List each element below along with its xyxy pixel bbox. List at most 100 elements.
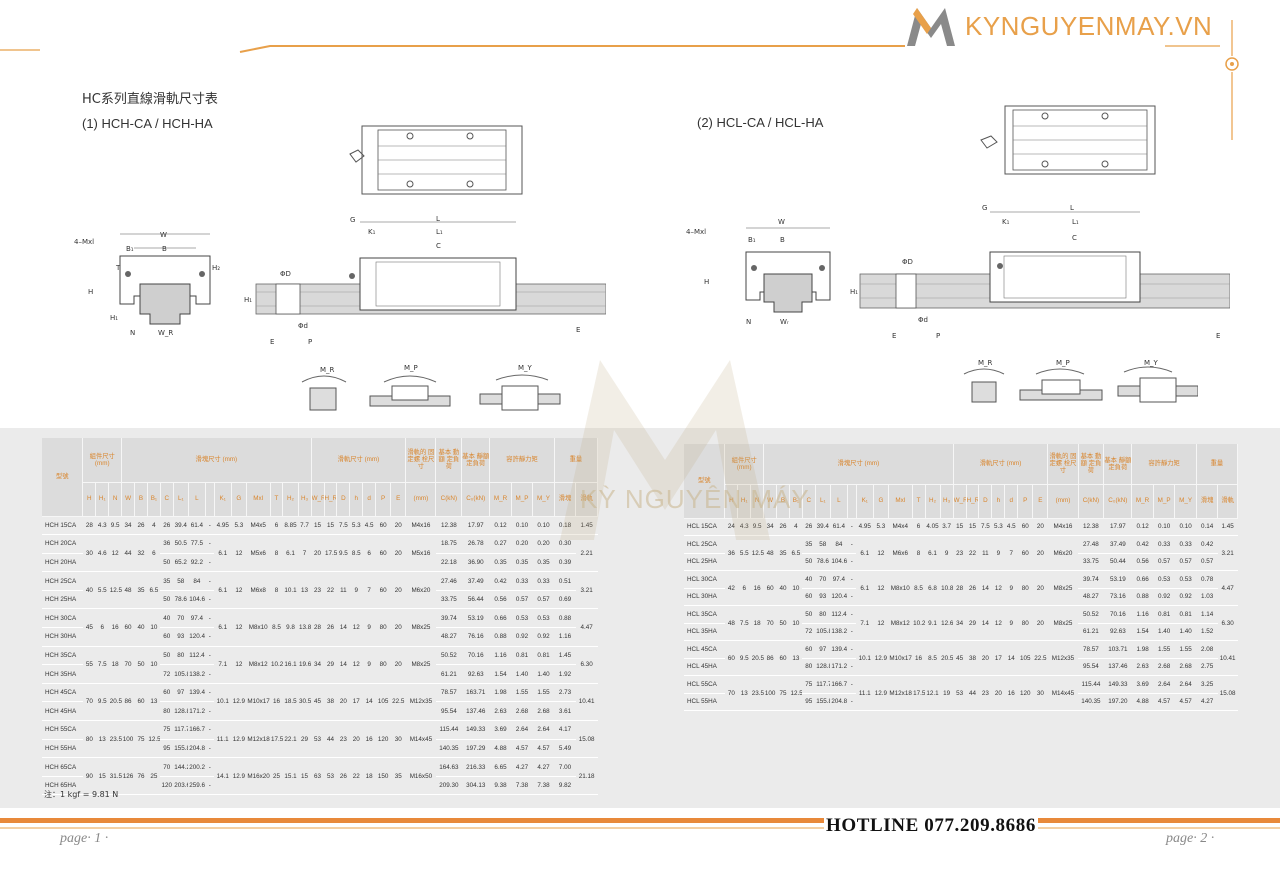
value-cell: 0.92 [1153, 588, 1175, 606]
value-cell: 0.10 [1174, 518, 1197, 536]
hch-moment-icons: M_R M_P M_Y [301, 364, 561, 411]
value-cell: 2.68 [511, 701, 533, 722]
value-cell: 37.49 [1103, 535, 1132, 554]
value-cell: 100 [763, 675, 777, 711]
value-cell: 38 [966, 640, 979, 676]
value-cell: 6 [95, 608, 109, 647]
value-cell: 126 [121, 757, 135, 796]
value-cell: 14.1 [214, 757, 232, 796]
hcl-end-view-drawing: W B B₁ 4–Mxl H N Wᵣ [686, 218, 831, 326]
value-cell: 4.17 [554, 720, 576, 740]
th-block-col: T [270, 482, 284, 517]
value-cell: 39.74 [1078, 570, 1104, 589]
value-cell: - [847, 623, 857, 641]
value-cell: 17.97 [461, 516, 490, 536]
th-weight-col: 滑塊 [1196, 484, 1219, 519]
hotline-text[interactable]: HOTLINE 077.209.8686 [824, 815, 1038, 837]
value-cell: 104.6 [188, 590, 206, 610]
value-cell: 97 [173, 683, 189, 703]
th-block-col: C [160, 482, 174, 517]
th-rail-col: D [336, 482, 351, 517]
value-cell: 0.88 [1131, 588, 1154, 606]
value-cell: 2.68 [1174, 658, 1197, 676]
value-cell: 0.33 [532, 571, 555, 591]
value-cell: 12.38 [1078, 518, 1104, 536]
value-cell: 103.71 [1103, 640, 1132, 659]
value-cell: 27.48 [1078, 535, 1104, 554]
value-cell: 197.29 [461, 739, 490, 759]
value-cell: 4.47 [575, 608, 598, 647]
value-cell: 0.20 [511, 534, 533, 554]
model-cell: HCL 55CA [684, 675, 725, 694]
th-bolt-unit: (mm) [405, 482, 437, 517]
model-cell: HCL 35HA [684, 623, 725, 641]
value-cell: 53 [311, 720, 324, 759]
value-cell: 13.8 [298, 608, 312, 647]
value-cell: 2.68 [532, 701, 555, 722]
value-cell: 166.7 [830, 675, 848, 694]
value-cell: - [847, 605, 857, 624]
value-cell: 78.57 [1078, 640, 1104, 659]
value-cell: 0.81 [1174, 605, 1197, 624]
value-cell: 50 [160, 646, 174, 666]
th-dyn-unit: C(kN) [1078, 484, 1105, 519]
hcl-dim-n-label: N [746, 318, 751, 326]
value-cell: 22 [324, 571, 337, 610]
value-cell: 23.5 [750, 675, 764, 711]
value-cell: 8.85 [282, 516, 298, 536]
value-cell: 22 [349, 757, 363, 796]
value-cell: 1.45 [575, 516, 598, 536]
value-cell: 139.4 [188, 683, 206, 703]
hcl-spec-table: 型號 組件尺寸 (mm) 滑塊尺寸 (mm) 滑軌尺寸 (mm) 滑軌的 固定螺… [684, 444, 1239, 711]
th-block-col [205, 482, 215, 517]
value-cell: - [847, 588, 857, 606]
value-cell: 12 [873, 570, 889, 606]
value-cell: 0.42 [489, 571, 512, 591]
value-cell: 4.27 [1196, 693, 1218, 711]
value-cell: 23 [978, 675, 992, 711]
value-cell: 140.35 [435, 739, 462, 759]
dim-b-label: B [162, 245, 167, 253]
value-cell: 32 [134, 534, 148, 573]
value-cell: M10x17 [888, 640, 913, 676]
value-cell: 2.68 [1153, 658, 1175, 676]
value-cell: 0.27 [489, 534, 512, 554]
value-cell: 6 [737, 570, 751, 606]
model-cell: HCH 20CA [42, 534, 83, 554]
value-cell: 70.16 [1103, 605, 1132, 624]
value-cell: 72 [160, 664, 174, 684]
value-cell: 12 [349, 608, 363, 647]
th-block-col: H₂ [925, 484, 941, 519]
value-cell: 15 [966, 518, 979, 536]
th-weight-col: 滑軌 [575, 482, 598, 517]
value-cell: 97 [815, 640, 831, 659]
value-cell: 65.2 [173, 553, 189, 573]
value-cell: 2.73 [554, 683, 576, 703]
value-cell: 75 [776, 675, 790, 711]
model-cell: HCH 45CA [42, 683, 83, 703]
value-cell: 22.18 [435, 553, 462, 573]
value-cell: - [205, 701, 215, 722]
value-cell: 0.69 [554, 590, 576, 610]
dim-wr-label: W_R [158, 329, 173, 337]
value-cell: 29 [324, 646, 337, 684]
table-row: HCL 55HA95155.8204.8-140.35197.204.884.5… [684, 693, 1238, 711]
value-cell: 80 [82, 720, 96, 759]
value-cell: 78.6 [173, 590, 189, 610]
brand-logo[interactable]: KYNGUYENMAY.VN [905, 2, 1235, 50]
value-cell: 3.69 [1131, 675, 1154, 694]
value-cell: 61.4 [188, 516, 206, 536]
value-cell: 18.75 [435, 534, 462, 554]
value-cell: 25 [147, 757, 161, 796]
moment-my-label: M_Y [518, 364, 533, 372]
value-cell: 4.57 [511, 739, 533, 759]
th-stat: 基本 靜額 定負荷 [461, 438, 491, 483]
value-cell: 0.78 [1196, 570, 1218, 589]
value-cell: 0.20 [532, 534, 555, 554]
th-moment-col: M_P [1153, 484, 1176, 519]
